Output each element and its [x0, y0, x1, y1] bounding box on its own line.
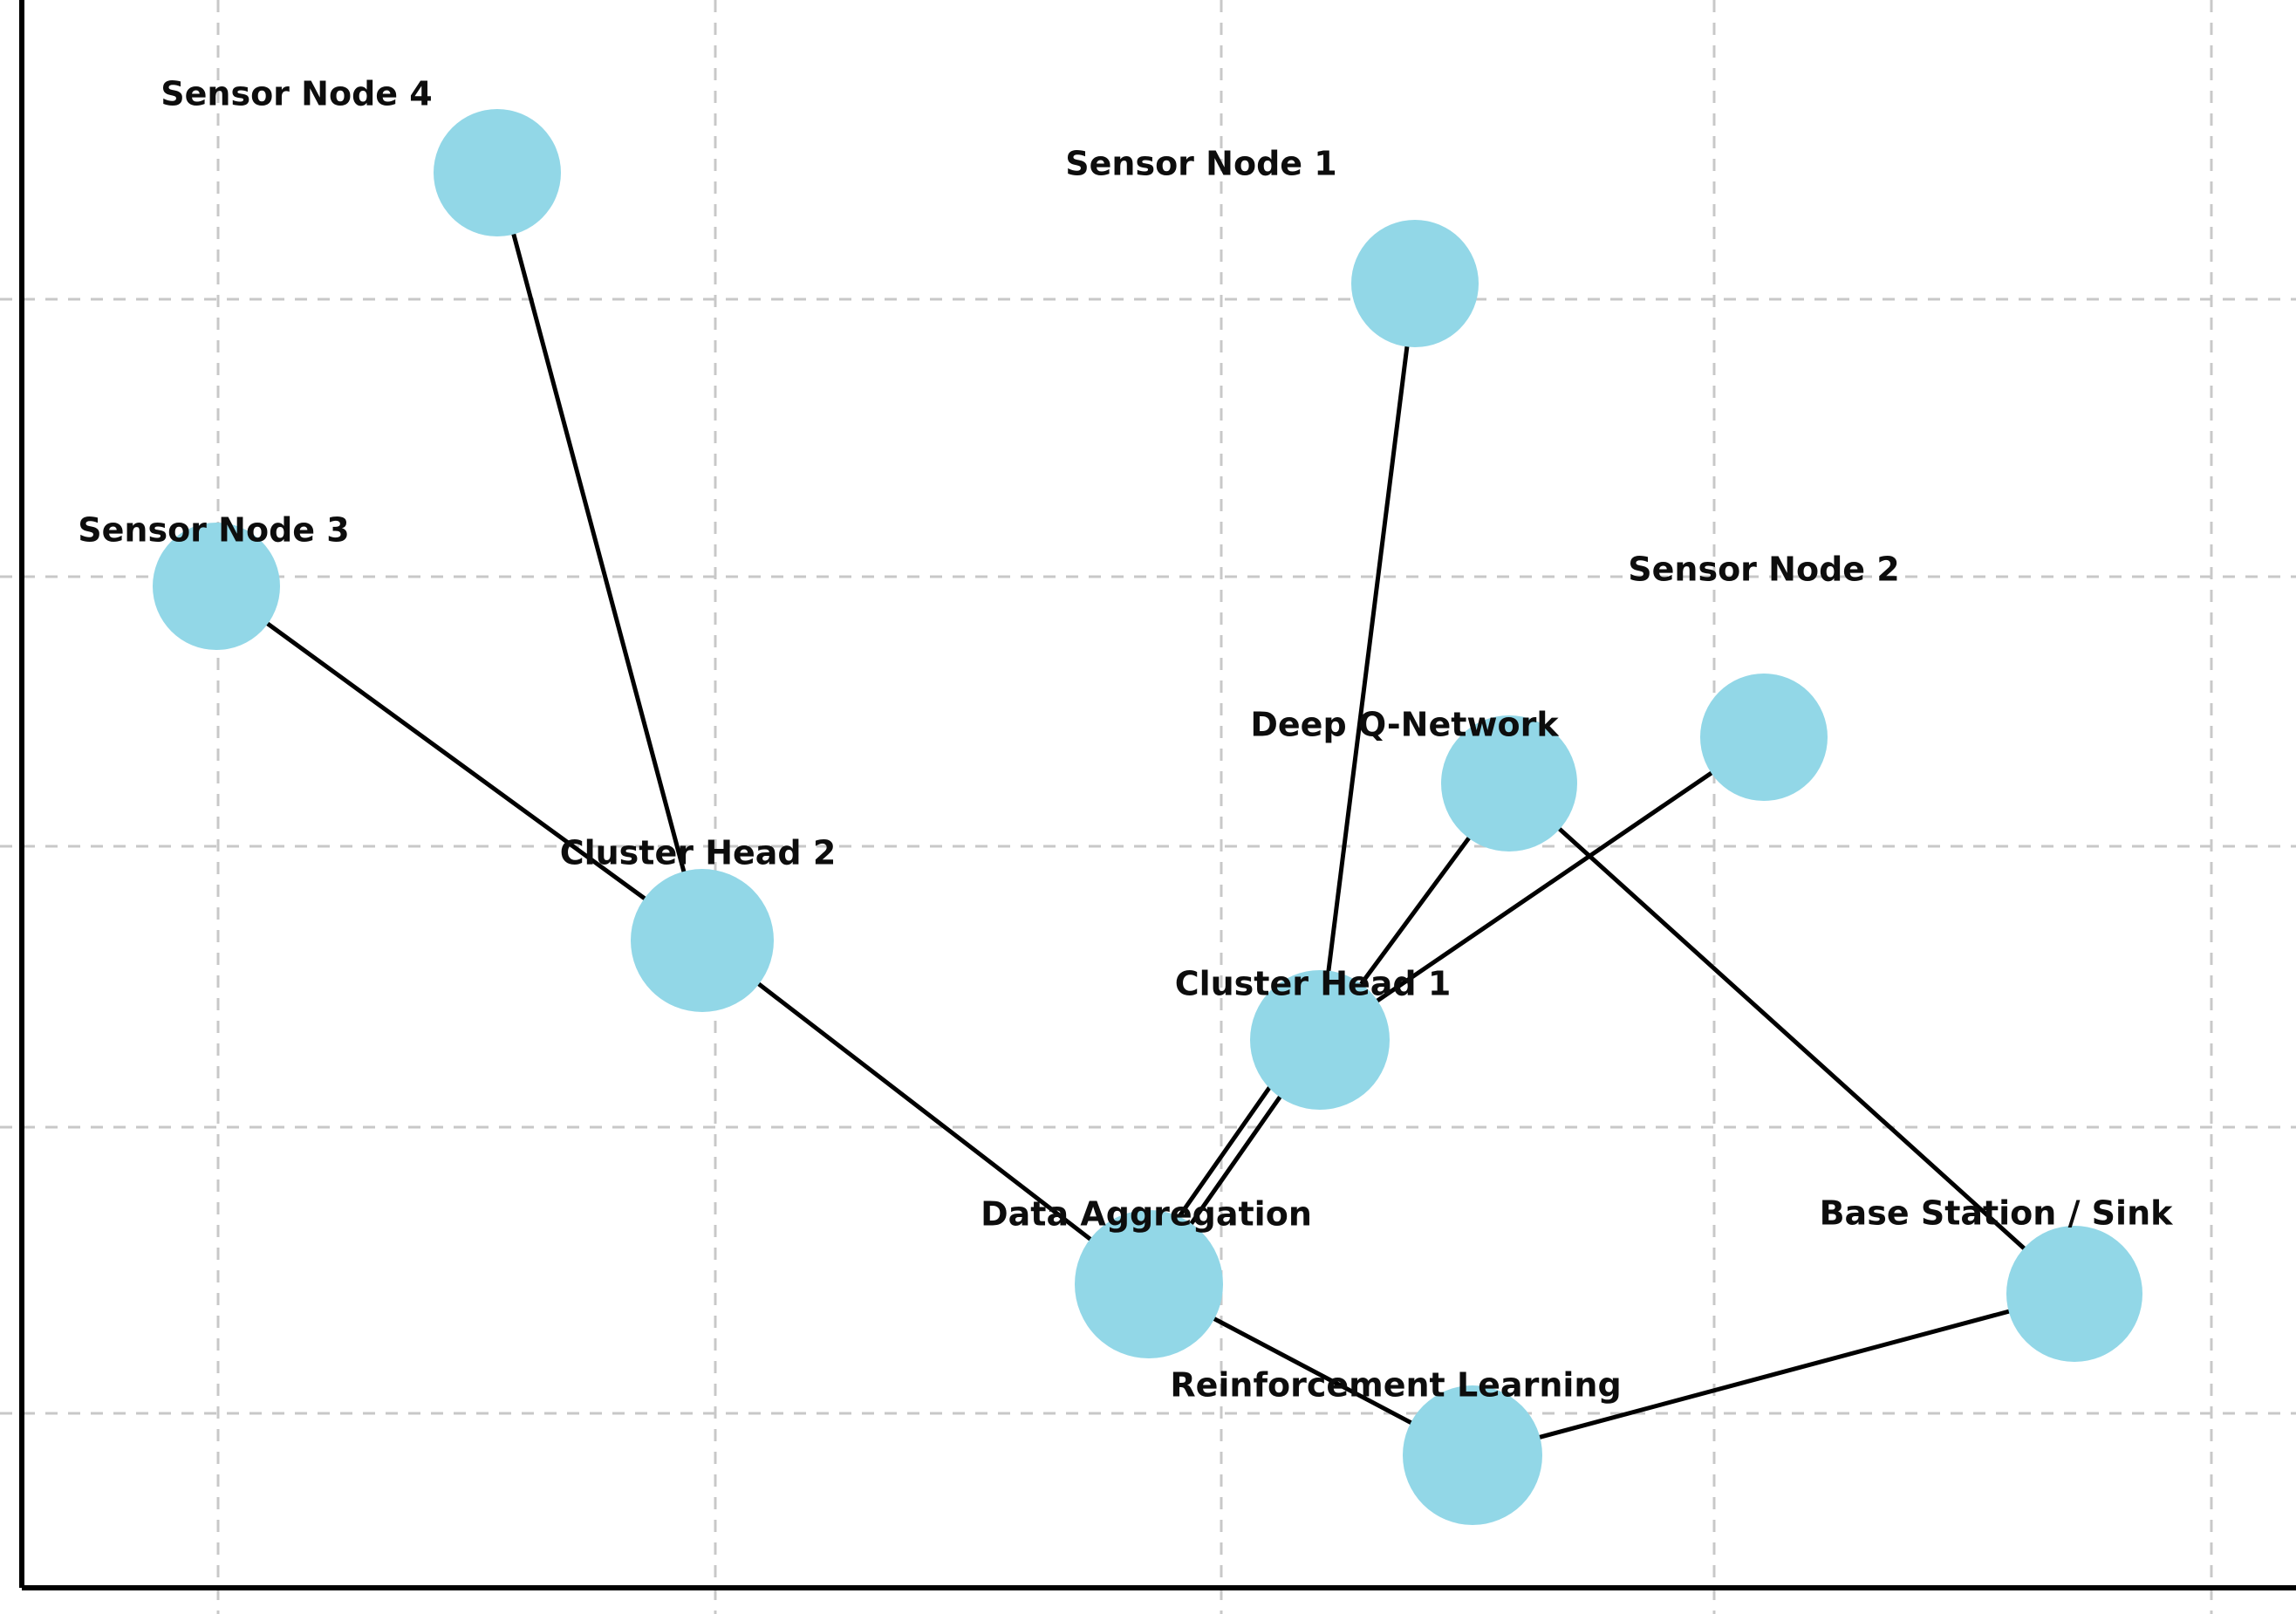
node-label-reinforcement_learning: Reinforcement Learning	[1170, 1366, 1621, 1405]
node-label-sensor_node_4: Sensor Node 4	[161, 75, 432, 113]
edge-sensor_node_1-to-cluster_head_1	[1317, 283, 1418, 1041]
node-data_aggregation[interactable]	[1075, 1210, 1223, 1358]
node-label-layer: Sensor Node 4 Sensor Node 1 Sensor Node 3 S…	[78, 75, 2173, 1405]
node-sensor_node_3[interactable]	[153, 523, 280, 650]
edge-deep_q_network-to-base_station	[1507, 782, 2076, 1296]
node-label-deep_q_network: Deep Q-Network	[1250, 706, 1559, 744]
node-label-cluster_head_2: Cluster Head 2	[560, 834, 837, 872]
edge-sensor_node_4-to-cluster_head_2	[495, 172, 705, 941]
node-label-sensor_node_2: Sensor Node 2	[1628, 551, 1899, 589]
node-base_station[interactable]	[2006, 1226, 2142, 1362]
edge-cluster_head_2-to-data_aggregation	[700, 939, 1151, 1286]
node-label-cluster_head_1: Cluster Head 1	[1175, 965, 1452, 1003]
node-sensor_node_2[interactable]	[1700, 674, 1828, 801]
axis-spines	[19, 0, 2296, 1590]
edge-reinforcement_learning-to-base_station	[1472, 1291, 2075, 1458]
node-reinforcement_learning[interactable]	[1403, 1385, 1542, 1525]
node-label-sensor_node_1: Sensor Node 1	[1065, 145, 1336, 183]
node-deep_q_network[interactable]	[1441, 715, 1577, 851]
node-sensor_node_1[interactable]	[1351, 220, 1479, 347]
node-layer	[153, 109, 2142, 1525]
node-label-base_station: Base Station / Sink	[1820, 1194, 2174, 1233]
edge-sensor_node_3-to-cluster_head_2	[215, 584, 704, 943]
edge-sensor_node_2-to-cluster_head_1	[1318, 735, 1766, 1043]
node-label-data_aggregation: Data Aggregation	[981, 1195, 1312, 1234]
node-sensor_node_4[interactable]	[434, 109, 561, 236]
node-cluster_head_1[interactable]	[1250, 970, 1390, 1110]
node-label-sensor_node_3: Sensor Node 3	[78, 511, 349, 550]
node-cluster_head_2[interactable]	[631, 869, 774, 1012]
